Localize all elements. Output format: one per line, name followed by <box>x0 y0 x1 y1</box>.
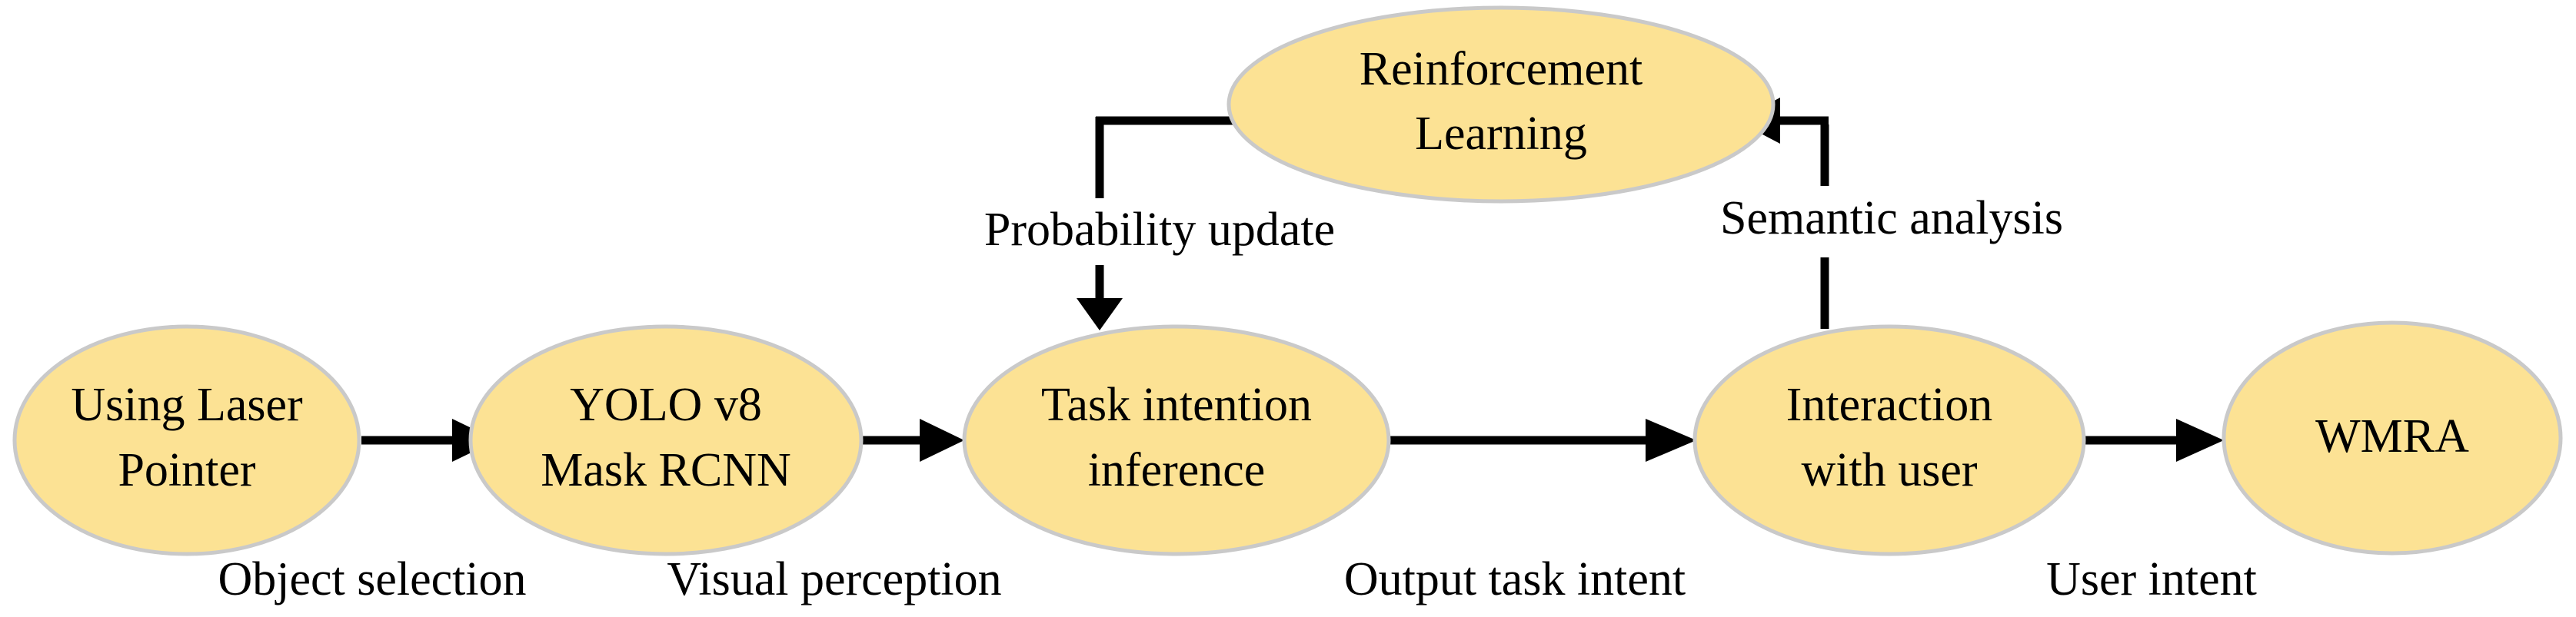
node-label-line1: WMRA <box>2315 410 2469 463</box>
node-label-line1: YOLO v8 <box>570 379 762 431</box>
node-task-intention-inference[interactable]: Task intention inference <box>962 324 1391 556</box>
node-label-line2: with user <box>1801 444 1977 496</box>
edge-interaction-to-wmra <box>2085 419 2224 462</box>
edge-label-user-intent: User intent <box>2046 553 2257 605</box>
edge-rl-to-inference <box>1077 116 1238 330</box>
node-interaction-with-user[interactable]: Interaction with user <box>1692 324 2086 556</box>
edge-inference-to-interaction <box>1389 419 1696 462</box>
node-label-line2: Pointer <box>118 444 255 496</box>
node-shape[interactable] <box>962 324 1391 556</box>
node-label-line1: Using Laser <box>71 379 303 431</box>
edge-label-probability-update: Probability update <box>984 204 1335 256</box>
arrowhead-icon <box>2176 419 2224 462</box>
edge-label-object-selection: Object selection <box>218 553 526 605</box>
arrowhead-icon <box>1646 419 1696 462</box>
arrowhead-icon <box>920 419 964 462</box>
arrowhead-icon <box>1077 298 1123 330</box>
node-reinforcement-learning[interactable]: Reinforcement Learning <box>1226 5 1776 204</box>
node-shape[interactable] <box>12 324 361 556</box>
edge-label-output-task-intent: Output task intent <box>1344 553 1686 605</box>
edge-detector-to-inference <box>863 419 964 462</box>
node-shape[interactable] <box>1226 5 1776 204</box>
node-label-line2: Learning <box>1415 108 1587 160</box>
node-label-line1: Interaction <box>1786 379 1993 431</box>
node-label-line2: inference <box>1088 444 1266 496</box>
node-label-line1: Task intention <box>1041 379 1312 431</box>
edge-label-semantic-analysis: Semantic analysis <box>1720 192 2063 244</box>
edge-label-visual-perception: Visual perception <box>667 553 1001 605</box>
node-shape[interactable] <box>1692 324 2086 556</box>
node-wmra[interactable]: WMRA <box>2222 320 2563 556</box>
node-label-line1: Reinforcement <box>1360 43 1642 95</box>
node-shape[interactable] <box>468 324 864 556</box>
node-using-laser-pointer[interactable]: Using Laser Pointer <box>12 324 361 556</box>
node-shape[interactable] <box>2222 320 2563 556</box>
node-yolo-mask-rcnn[interactable]: YOLO v8 Mask RCNN <box>468 324 864 556</box>
node-label-line2: Mask RCNN <box>541 444 791 496</box>
